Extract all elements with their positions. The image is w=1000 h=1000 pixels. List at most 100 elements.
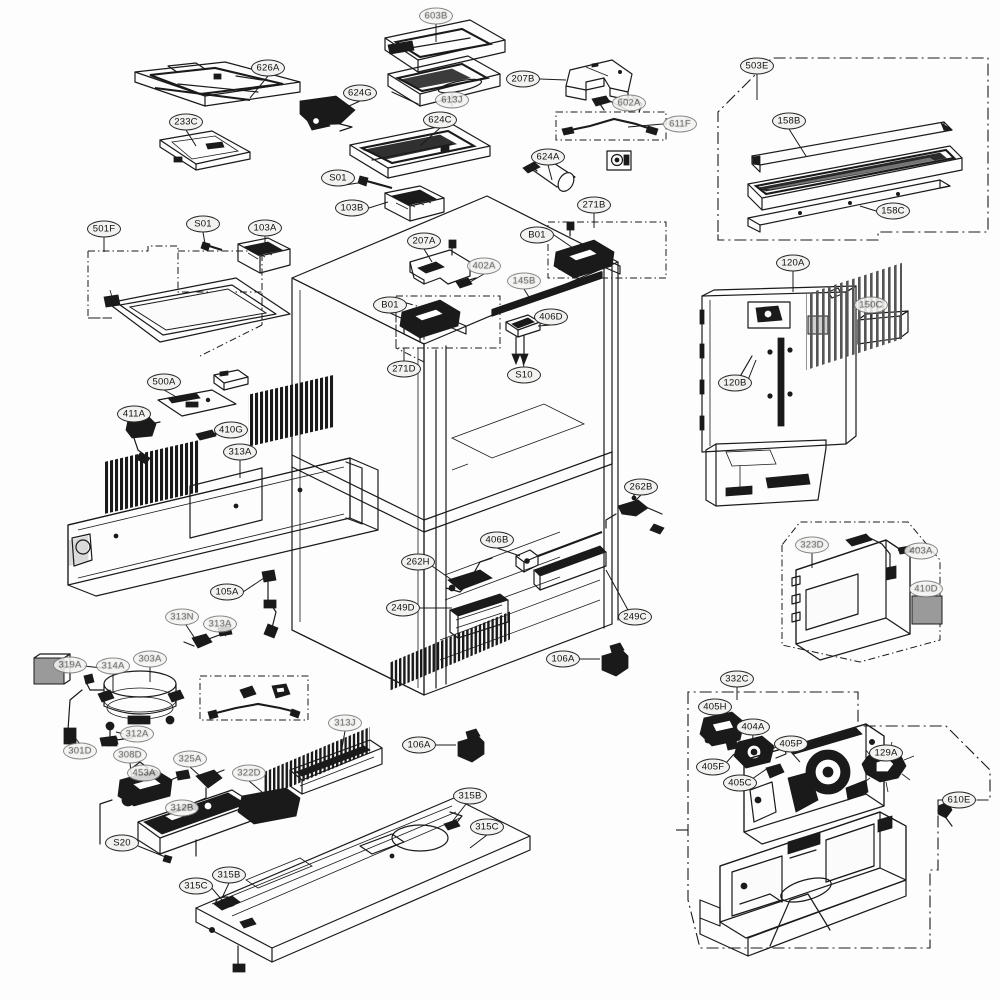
part-callout-120A[interactable]: 120A <box>776 254 810 272</box>
part-callout-404A[interactable]: 404A <box>736 718 770 736</box>
part-cabinet-main-frame <box>291 195 619 696</box>
part-callout-313A-2[interactable]: 313A <box>203 615 237 633</box>
part-callout-453A[interactable]: 453A <box>127 764 161 782</box>
part-S01-screw-top <box>357 175 393 190</box>
part-callout-313A[interactable]: 313A <box>223 443 257 461</box>
part-callout-271D[interactable]: 271D <box>387 360 421 378</box>
part-callout-503E[interactable]: 503E <box>740 57 774 75</box>
part-207B-control-box <box>565 59 643 113</box>
part-callout-613J[interactable]: 613J <box>435 91 469 109</box>
part-callout-303A[interactable]: 303A <box>133 650 167 668</box>
part-callout-624G[interactable]: 624G <box>343 84 377 102</box>
part-callout-314A[interactable]: 314A <box>96 657 130 675</box>
part-callout-S10[interactable]: S10 <box>507 366 541 384</box>
part-callout-323D[interactable]: 323D <box>795 536 829 554</box>
part-callout-103A[interactable]: 103A <box>248 219 282 237</box>
part-callout-624A[interactable]: 624A <box>531 148 565 166</box>
part-callout-410G[interactable]: 410G <box>214 421 248 439</box>
part-callout-501F[interactable]: 501F <box>87 220 121 238</box>
part-callout-150C[interactable]: 150C <box>854 296 888 314</box>
part-callout-249C[interactable]: 249C <box>618 608 652 626</box>
part-callout-233C[interactable]: 233C <box>169 113 203 131</box>
part-callout-403A[interactable]: 403A <box>904 542 938 560</box>
part-callout-B01-left[interactable]: B01 <box>373 296 407 314</box>
part-callout-262B[interactable]: 262B <box>624 478 658 496</box>
part-callout-158B[interactable]: 158B <box>772 112 806 130</box>
part-callout-500A[interactable]: 500A <box>147 373 181 391</box>
part-callout-106A-mid[interactable]: 106A <box>546 650 580 668</box>
part-callout-402A[interactable]: 402A <box>467 257 501 275</box>
group-271D-boundary <box>395 295 501 363</box>
part-callout-406D[interactable]: 406D <box>534 308 568 326</box>
part-406D-bracket <box>505 314 541 366</box>
part-callout-315C-left[interactable]: 315C <box>179 877 213 895</box>
part-callout-145B[interactable]: 145B <box>507 272 541 290</box>
part-105A-tube <box>261 569 279 639</box>
part-callout-315B-left[interactable]: 315B <box>212 866 246 884</box>
part-callout-308D[interactable]: 308D <box>113 746 147 764</box>
part-callout-405F[interactable]: 405F <box>696 758 730 776</box>
part-315B-base-plate <box>195 611 531 973</box>
part-callout-410D[interactable]: 410D <box>909 580 943 598</box>
part-callout-312A[interactable]: 312A <box>120 725 154 743</box>
part-301D-discharge-tube <box>63 689 83 745</box>
part-313A-evaporator-cover <box>67 374 379 597</box>
part-410D-block <box>911 595 943 625</box>
part-323D-condenser <box>791 262 911 661</box>
part-106A-leveling-foot-low <box>457 728 485 763</box>
part-callout-207A[interactable]: 207A <box>407 232 441 250</box>
part-callout-332C[interactable]: 332C <box>720 670 754 688</box>
part-103A-terminal-block <box>237 237 291 274</box>
part-callout-405C[interactable]: 405C <box>723 774 757 792</box>
part-callout-319A[interactable]: 319A <box>53 656 87 674</box>
part-B01-bracket-left <box>399 299 467 343</box>
part-249C-rail-right <box>533 545 607 591</box>
part-callout-271B[interactable]: 271B <box>577 196 611 214</box>
part-callout-603B[interactable]: 603B <box>419 7 453 25</box>
part-callout-129A[interactable]: 129A <box>869 744 903 762</box>
part-callout-602A[interactable]: 602A <box>612 94 646 112</box>
part-icon-square-sensor <box>606 150 632 171</box>
part-callout-405P[interactable]: 405P <box>774 735 808 753</box>
part-callout-106A-low[interactable]: 106A <box>402 736 436 754</box>
part-callout-158C[interactable]: 158C <box>876 202 910 220</box>
part-callout-315C-right[interactable]: 315C <box>470 818 504 836</box>
part-callout-S01-top[interactable]: S01 <box>321 169 355 187</box>
part-callout-S01-left[interactable]: S01 <box>186 215 220 233</box>
part-callout-207B[interactable]: 207B <box>506 70 540 88</box>
part-callout-322D[interactable]: 322D <box>232 764 266 782</box>
part-callout-313N[interactable]: 313N <box>165 608 199 626</box>
part-callout-120B[interactable]: 120B <box>718 374 752 392</box>
part-callout-B01-right[interactable]: B01 <box>520 226 554 244</box>
part-callout-610E[interactable]: 610E <box>942 791 976 809</box>
part-624G-motor <box>299 95 356 132</box>
part-callout-103B[interactable]: 103B <box>335 199 369 217</box>
group-271B-boundary <box>547 221 667 279</box>
part-callout-249D[interactable]: 249D <box>386 599 420 617</box>
part-405P-fan-housing <box>743 723 885 845</box>
part-callout-301D[interactable]: 301D <box>63 742 97 760</box>
part-624C-tray <box>349 123 491 179</box>
part-callout-312B[interactable]: 312B <box>165 799 199 817</box>
part-callout-313J[interactable]: 313J <box>328 714 362 732</box>
part-500A-pcb <box>157 389 237 417</box>
part-callout-315B-right[interactable]: 315B <box>453 787 487 805</box>
part-callout-406B[interactable]: 406B <box>480 531 514 549</box>
part-callout-626A[interactable]: 626A <box>251 59 285 77</box>
part-callout-105A[interactable]: 105A <box>210 583 244 601</box>
group-323D-boundary <box>781 521 941 663</box>
part-callout-624C[interactable]: 624C <box>423 111 457 129</box>
part-callout-S20[interactable]: S20 <box>105 834 139 852</box>
part-callout-262H[interactable]: 262H <box>401 553 435 571</box>
part-120A-duct <box>705 439 827 507</box>
part-callout-405H[interactable]: 405H <box>698 698 732 716</box>
part-207A-hinge <box>409 239 471 285</box>
part-103B-terminal-block <box>384 185 445 222</box>
part-callout-325A[interactable]: 325A <box>173 750 207 768</box>
part-626A-rail <box>134 61 301 107</box>
part-callout-611F[interactable]: 611F <box>663 115 697 133</box>
part-332C-base-frame <box>699 811 907 957</box>
part-603B-upper-grille <box>384 19 506 73</box>
part-callout-411A[interactable]: 411A <box>117 405 151 423</box>
